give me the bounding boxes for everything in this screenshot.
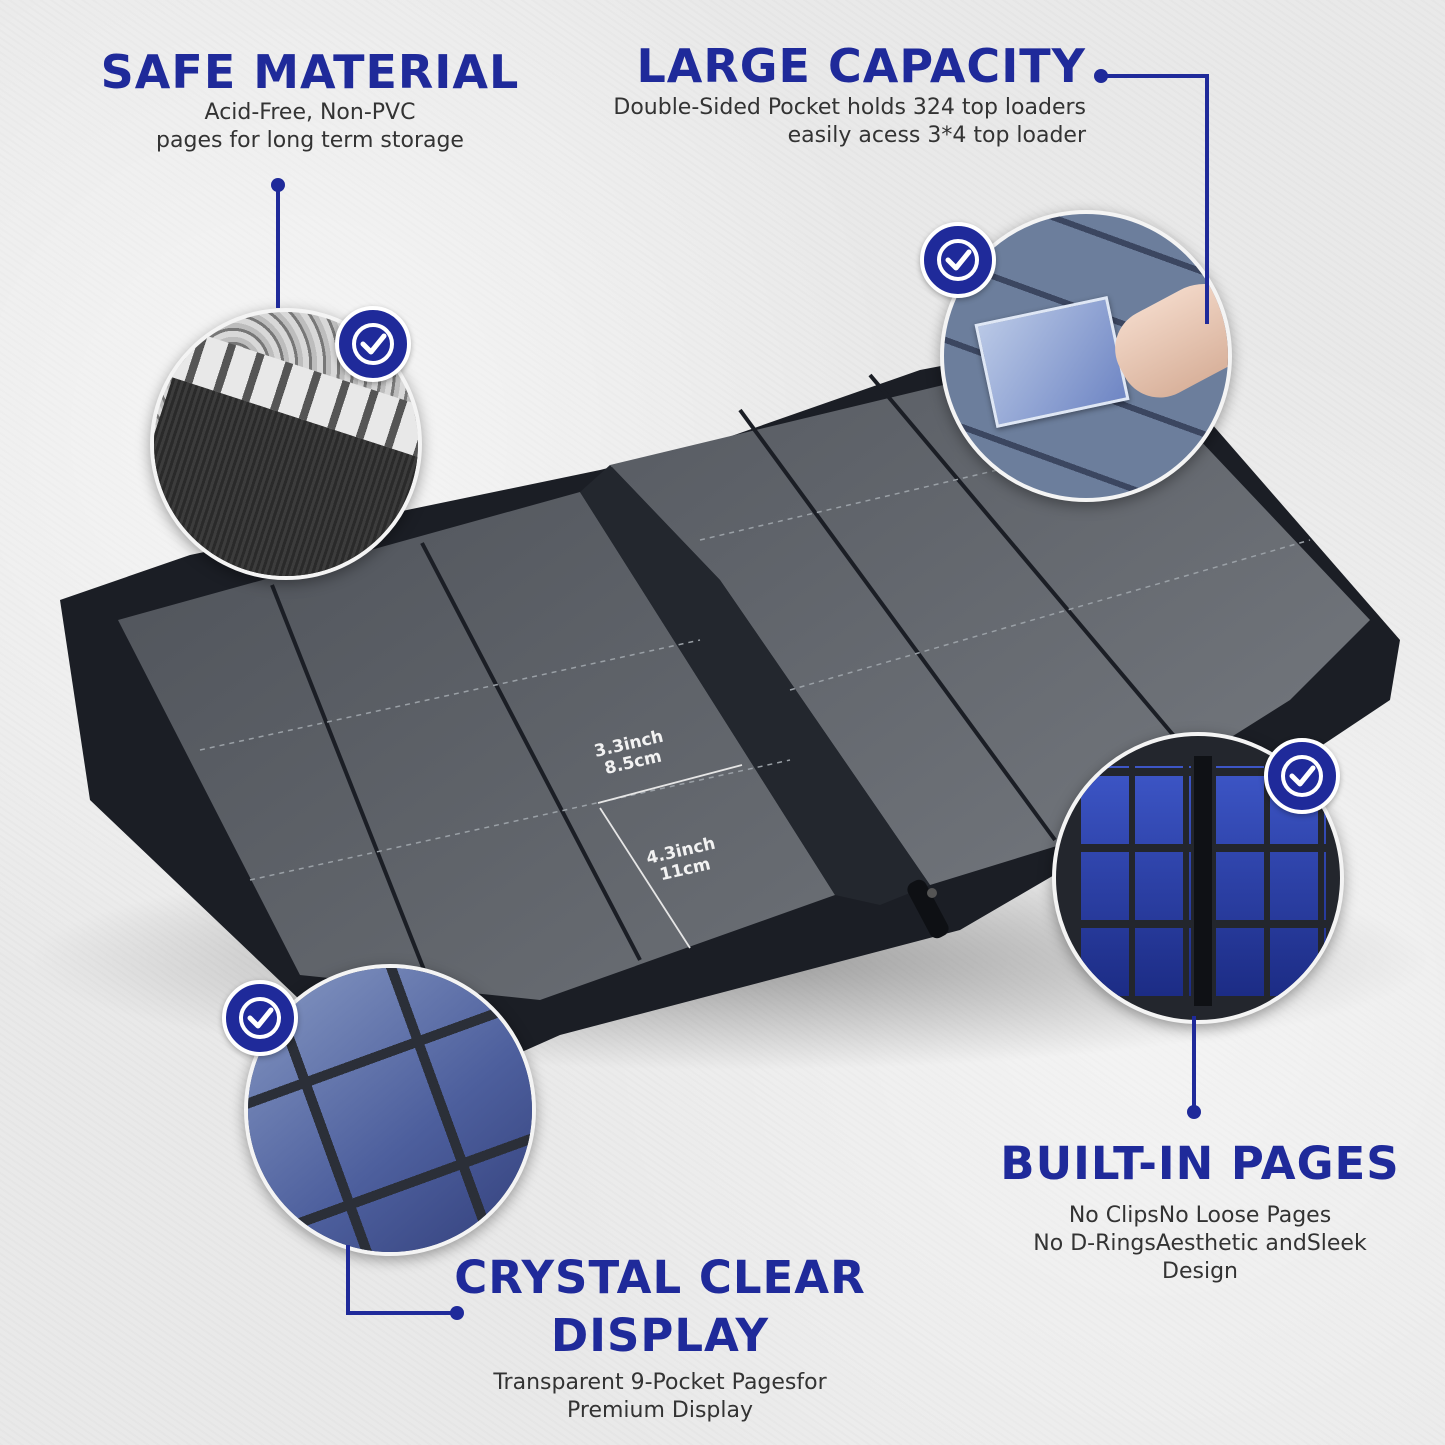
crystal-clear-line-2: Premium Display bbox=[567, 1398, 753, 1423]
capacity-card bbox=[974, 296, 1130, 428]
zipper-pull-icon bbox=[907, 879, 949, 939]
capacity-leader-line-h bbox=[1101, 74, 1209, 78]
check-badge-icon bbox=[920, 222, 996, 298]
built-in-pages-line-1: No ClipsNo Loose Pages bbox=[1068, 1203, 1332, 1228]
crystal-clear-zoom-circle bbox=[244, 964, 536, 1256]
safe-material-line-1: Acid-Free, Non-PVC bbox=[204, 100, 416, 125]
crystal-clear-title-line-1: CRYSTAL CLEAR bbox=[454, 1251, 866, 1304]
built-in-pages-line-2: No D-RingsAesthetic andSleek bbox=[1033, 1231, 1367, 1256]
safe-material-leader-line bbox=[276, 185, 280, 308]
built-in-leader-dot bbox=[1187, 1105, 1201, 1119]
binder-spine bbox=[580, 465, 930, 905]
material-zoom-circle bbox=[150, 308, 422, 580]
built-in-spine bbox=[1194, 756, 1212, 1006]
left-page-grid bbox=[270, 542, 642, 986]
built-in-left-cards bbox=[1081, 766, 1191, 996]
large-capacity-line-1: Double-Sided Pocket holds 324 top loader… bbox=[613, 95, 1086, 120]
crystal-clear-title-line-2: DISPLAY bbox=[550, 1309, 770, 1362]
built-in-pages-line-3: Design bbox=[1162, 1259, 1238, 1284]
left-page bbox=[118, 492, 835, 1000]
safe-material-line-2: pages for long term storage bbox=[156, 128, 464, 153]
right-page-grid bbox=[738, 373, 1192, 842]
measurement-arrows bbox=[597, 764, 743, 949]
crystal-leader-dot bbox=[450, 1306, 464, 1320]
right-page-stitching bbox=[699, 419, 1311, 691]
crystal-leader-line-h bbox=[346, 1311, 456, 1315]
left-page-stitching bbox=[199, 639, 791, 881]
crystal-leader-line-v bbox=[346, 1245, 350, 1315]
built-in-leader-line bbox=[1192, 1016, 1196, 1111]
check-badge-icon bbox=[1264, 738, 1340, 814]
built-in-pages-title: BUILT-IN PAGES bbox=[1000, 1137, 1400, 1190]
crystal-clear-line-1: Transparent 9-Pocket Pagesfor bbox=[493, 1370, 827, 1395]
check-badge-icon bbox=[335, 306, 411, 382]
capacity-leader-line-v bbox=[1205, 74, 1209, 324]
large-capacity-line-2: easily acess 3*4 top loader bbox=[787, 123, 1086, 148]
safe-material-title: SAFE MATERIAL bbox=[100, 45, 520, 99]
large-capacity-title: LARGE CAPACITY bbox=[636, 39, 1086, 93]
check-badge-icon bbox=[222, 980, 298, 1056]
